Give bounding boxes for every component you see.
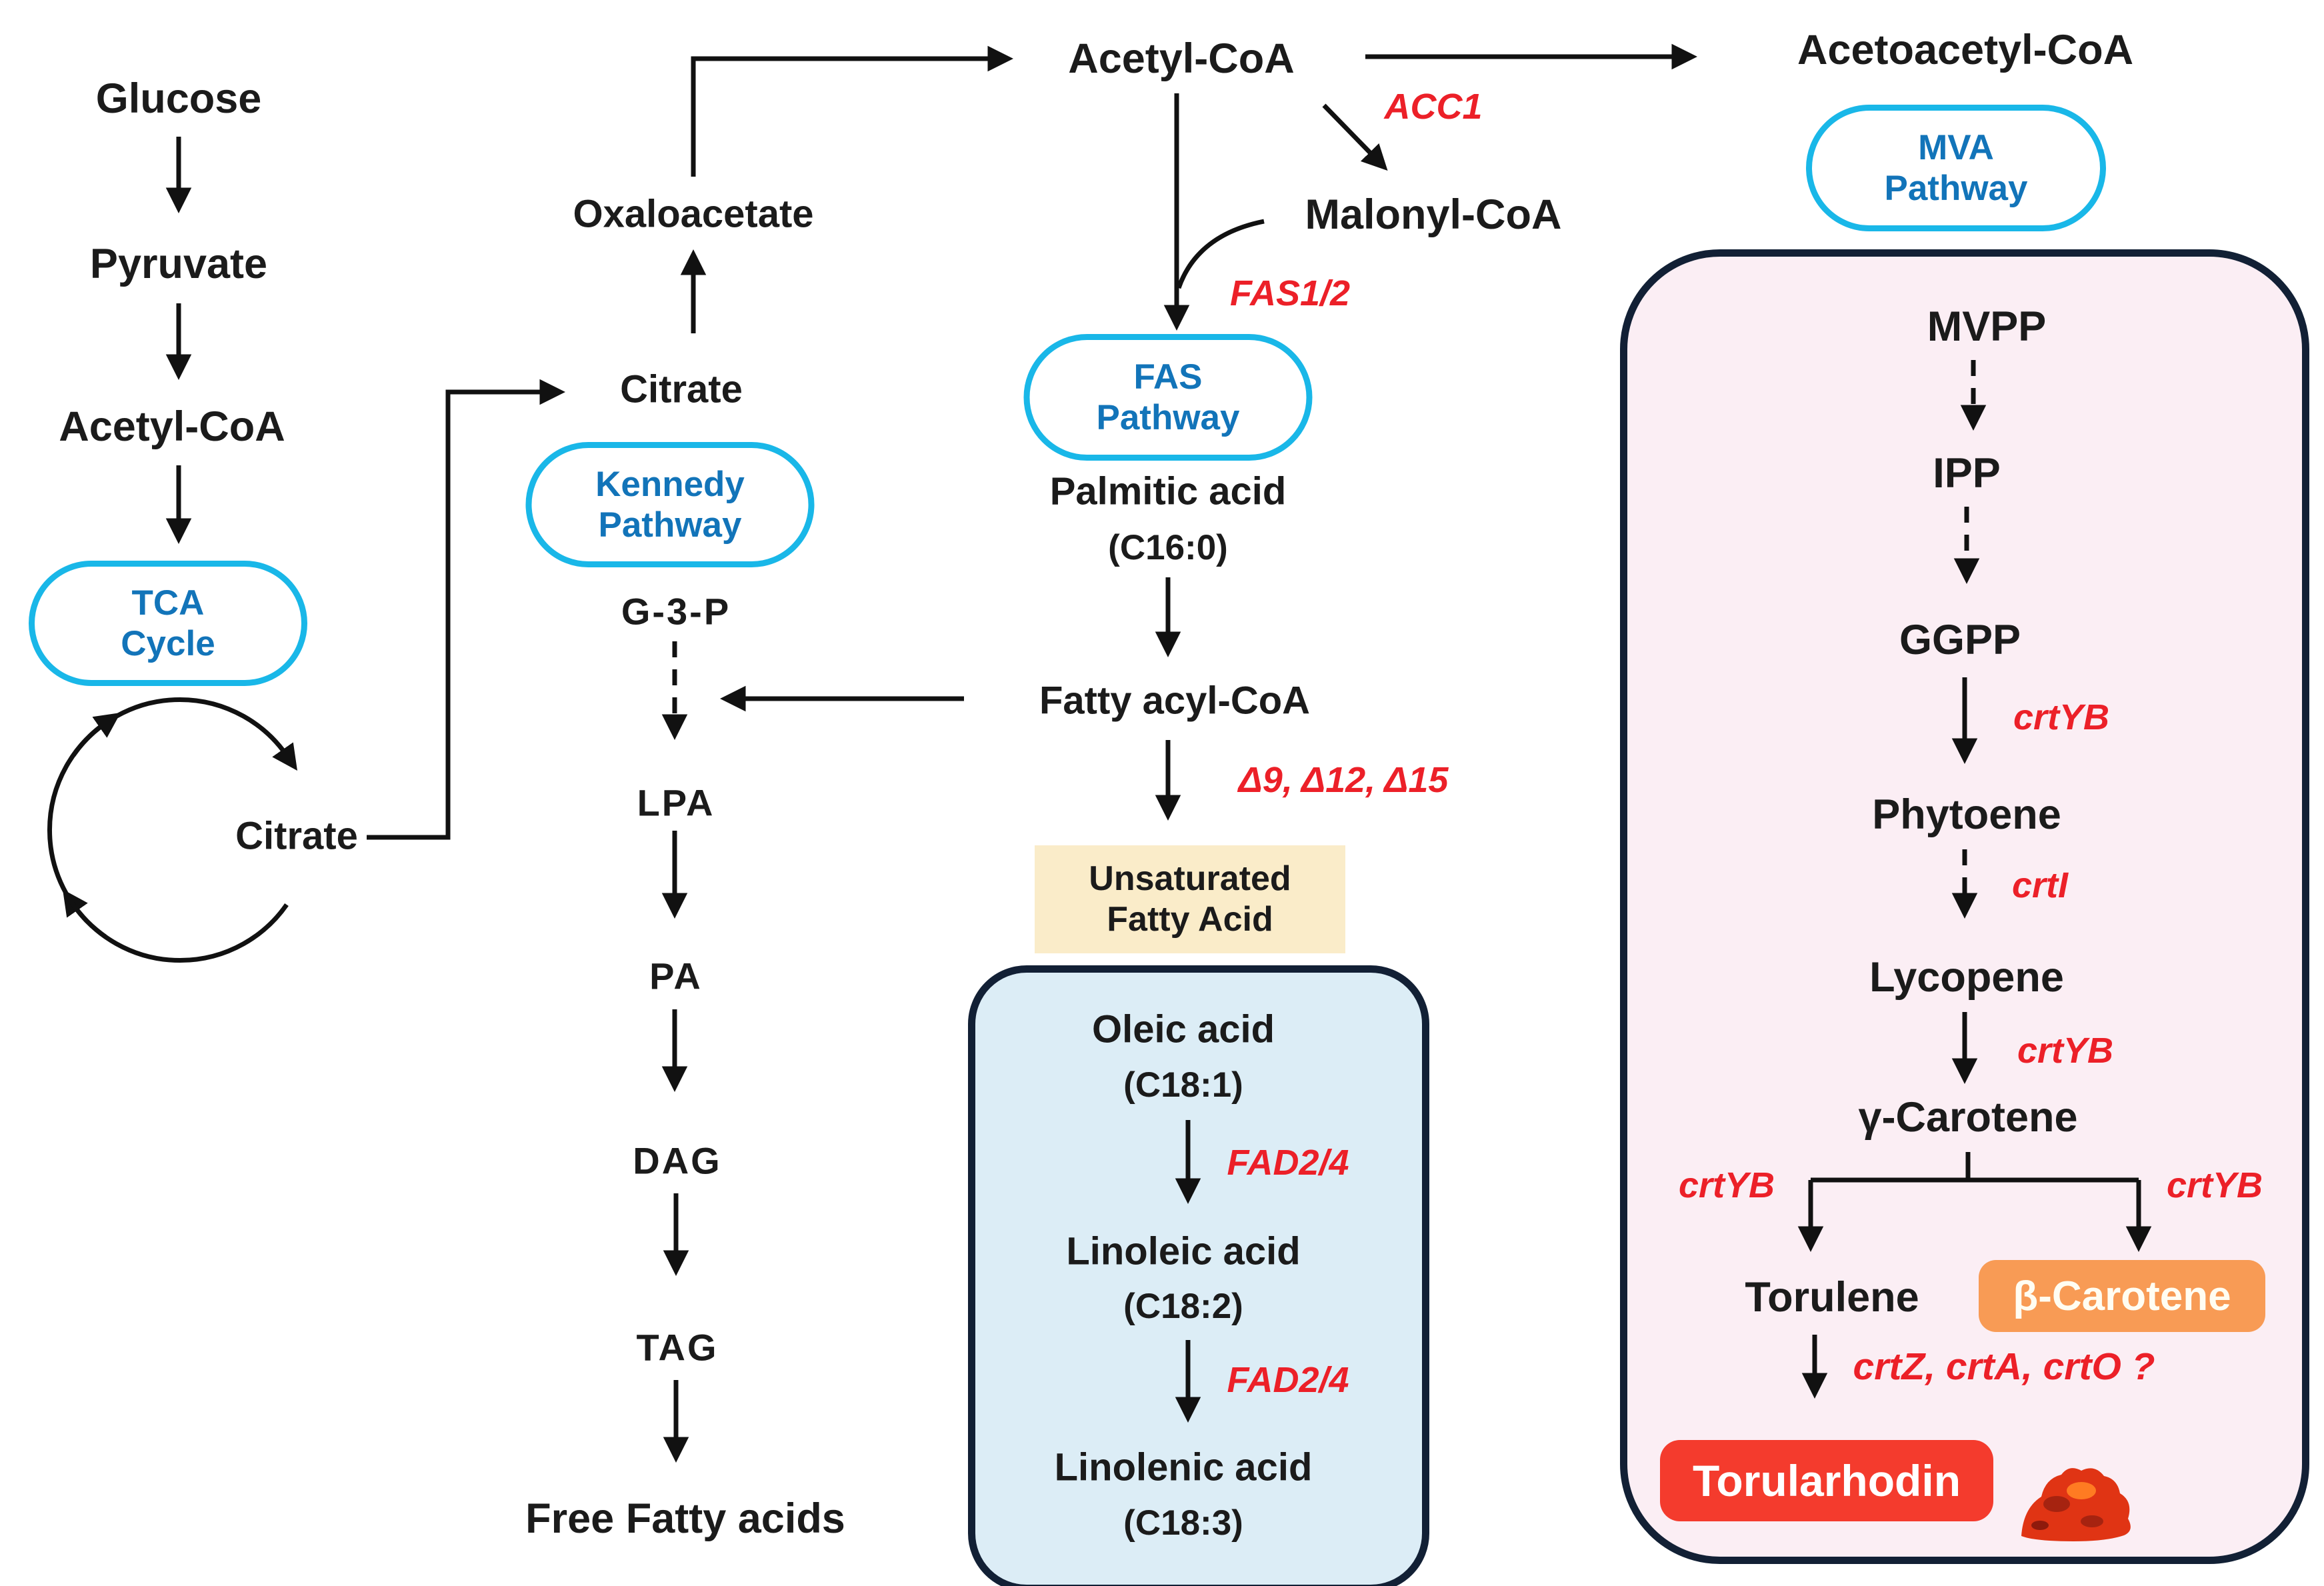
enzyme-crtyb-ggpp: crtYB — [2013, 697, 2110, 737]
node-acetoacetyl-coa: Acetoacetyl-CoA — [1797, 26, 2134, 73]
fas-badge-line1: FAS — [1133, 357, 1203, 397]
enzyme-fad24-first: FAD2/4 — [1227, 1143, 1349, 1183]
node-free-fatty-acids: Free Fatty acids — [525, 1495, 845, 1542]
node-mvpp: MVPP — [1927, 303, 2047, 350]
mva-pathway-badge: MVA Pathway — [1806, 105, 2106, 231]
kennedy-badge-line1: Kennedy — [595, 464, 745, 504]
tca-cycle-badge: TCA Cycle — [29, 561, 307, 686]
enzyme-crti: crtI — [2011, 865, 2069, 905]
kennedy-badge-line2: Pathway — [598, 505, 742, 545]
node-palmitic-acid: Palmitic acid — [1049, 469, 1287, 513]
node-palmitic-sub: (C16:0) — [1108, 528, 1228, 568]
enzyme-fas12: FAS1/2 — [1229, 273, 1351, 313]
node-malonyl-coa: Malonyl-CoA — [1305, 191, 1562, 238]
unsaturated-line2: Fatty Acid — [1107, 900, 1273, 939]
enzyme-acc1: ACC1 — [1384, 87, 1483, 127]
unsaturated-line1: Unsaturated — [1089, 859, 1291, 898]
node-oleic-sub: (C18:1) — [1123, 1065, 1243, 1105]
tca-badge-line2: Cycle — [121, 624, 215, 663]
enzyme-crtyb-right-branch: crtYB — [2166, 1165, 2263, 1205]
node-linolenic-sub: (C18:3) — [1123, 1503, 1243, 1543]
fas-pathway-badge: FAS Pathway — [1023, 334, 1313, 461]
unsaturated-fatty-acid-box — [968, 965, 1429, 1586]
enzyme-desaturases: Δ9, Δ12, Δ15 — [1238, 760, 1449, 800]
node-linoleic-acid: Linoleic acid — [1066, 1229, 1301, 1273]
beta-carotene-label: β-Carotene — [2013, 1273, 2231, 1319]
enzyme-crtyb-left-branch: crtYB — [1678, 1165, 1775, 1205]
mva-badge-line2: Pathway — [1884, 169, 2028, 208]
node-linoleic-sub: (C18:2) — [1123, 1287, 1243, 1327]
node-acetyl-coa-left: Acetyl-CoA — [59, 403, 285, 450]
node-ggpp: GGPP — [1899, 616, 2021, 663]
node-ipp: IPP — [1933, 449, 2001, 497]
tca-arc-left — [47, 712, 121, 939]
node-dag: DAG — [633, 1139, 722, 1182]
tca-badge-line1: TCA — [131, 583, 205, 623]
beta-carotene-chip: β-Carotene — [1979, 1260, 2265, 1332]
arrow-acc1-malonylcoa — [1322, 103, 1388, 171]
node-oxaloacetate: Oxaloacetate — [573, 192, 814, 236]
torularhodin-powder-image — [2021, 1468, 2131, 1541]
node-gamma-carotene: γ-Carotene — [1858, 1093, 2078, 1141]
node-lycopene: Lycopene — [1869, 953, 2064, 1001]
node-pyruvate: Pyruvate — [89, 240, 268, 287]
enzyme-crtyb-lycopene: crtYB — [2017, 1031, 2114, 1071]
node-pa: PA — [649, 955, 703, 997]
node-tag: TAG — [636, 1326, 719, 1369]
node-linolenic-acid: Linolenic acid — [1054, 1445, 1313, 1489]
tca-cycle-arcs — [47, 697, 298, 963]
enzyme-fad24-second: FAD2/4 — [1227, 1360, 1349, 1400]
kennedy-pathway-badge: Kennedy Pathway — [525, 442, 815, 567]
connector-citrate-to-citrate — [367, 379, 565, 840]
node-oleic-acid: Oleic acid — [1091, 1007, 1275, 1051]
torularhodin-chip: Torularhodin — [1660, 1440, 1993, 1521]
node-fatty-acyl-coa: Fatty acyl-CoA — [1039, 679, 1311, 723]
node-lpa: LPA — [637, 781, 715, 824]
node-torulene: Torulene — [1745, 1273, 1919, 1321]
node-glucose: Glucose — [95, 75, 262, 122]
tca-arc-top — [71, 697, 298, 771]
enzyme-crtz-crta-crto: crtZ, crtA, crtO ? — [1853, 1345, 2155, 1388]
node-citrate-tca: Citrate — [235, 814, 358, 858]
connector-oxaloacetate-acetylcoa — [691, 45, 1013, 177]
node-citrate-middle: Citrate — [620, 367, 743, 411]
node-phytoene: Phytoene — [1872, 791, 2061, 838]
mva-badge-line1: MVA — [1918, 127, 1994, 167]
fas-badge-line2: Pathway — [1096, 398, 1240, 437]
tca-arc-bottom — [62, 889, 289, 963]
node-g3p: G-3-P — [621, 590, 731, 633]
curve-malonylcoa-fas — [1176, 219, 1265, 289]
branch-gamma-carotene — [1811, 1152, 2139, 1183]
node-acetyl-coa-top: Acetyl-CoA — [1068, 35, 1295, 82]
unsaturated-fatty-acid-label-box: Unsaturated Fatty Acid — [1035, 845, 1345, 953]
torularhodin-label: Torularhodin — [1692, 1456, 1961, 1505]
